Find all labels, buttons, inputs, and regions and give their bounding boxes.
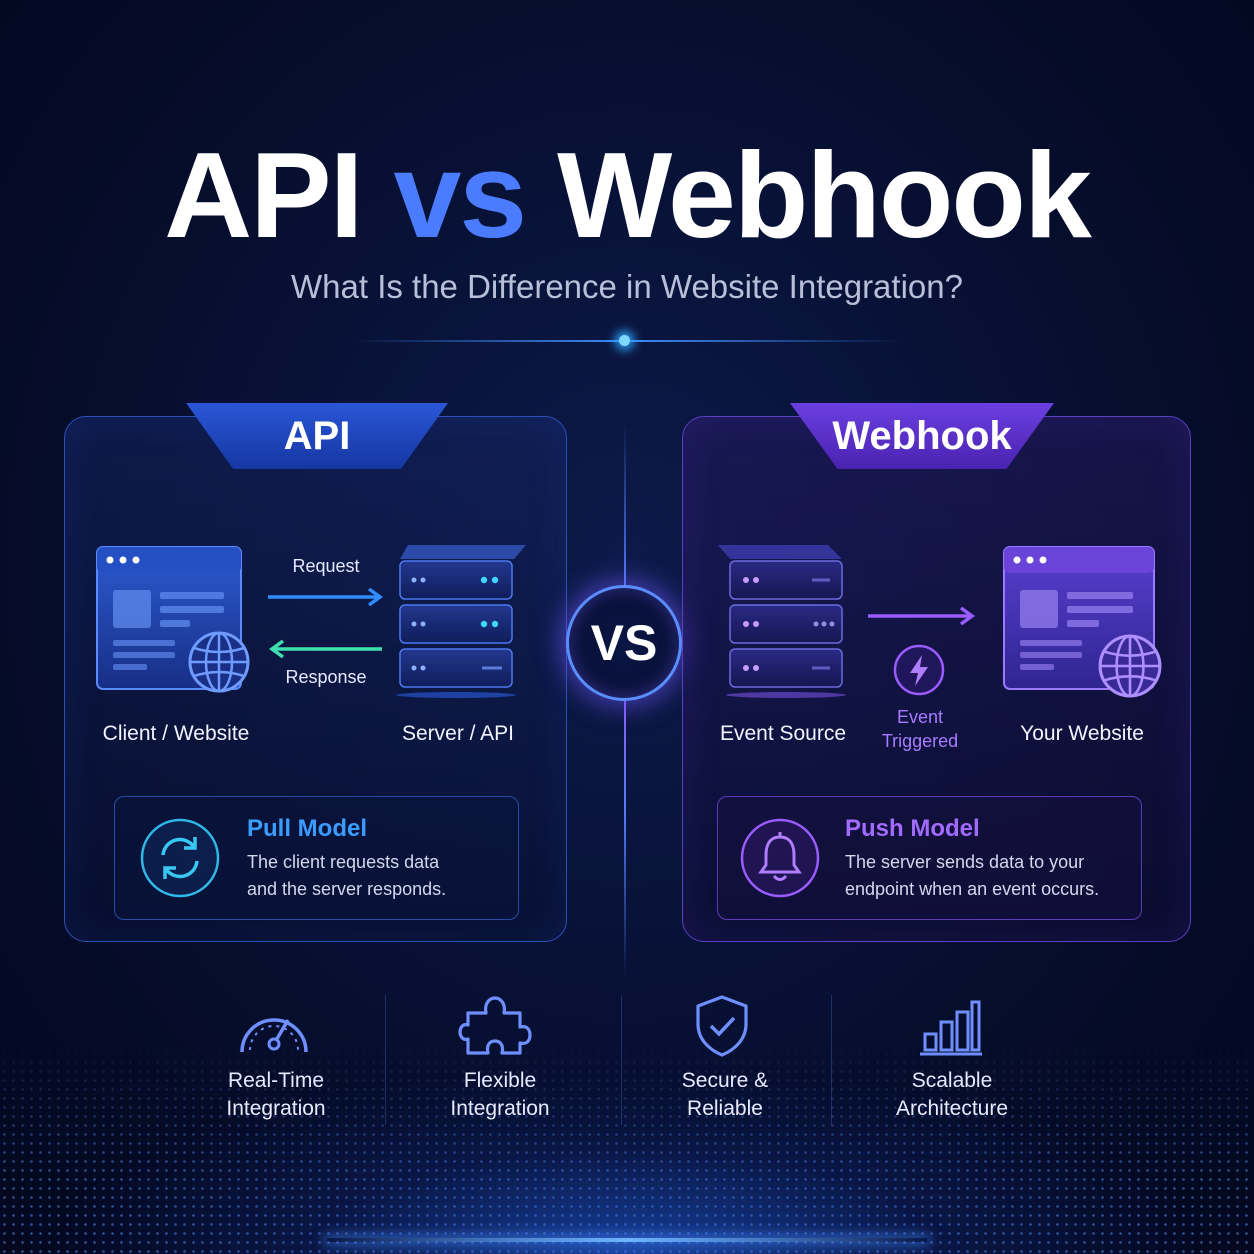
push-model-desc-line1: The server sends data to your <box>845 852 1085 872</box>
pull-model-title: Pull Model <box>247 815 367 842</box>
feature-scalable-line2: Architecture <box>895 1097 1009 1120</box>
glowing-grid-floor <box>0 1040 1254 1254</box>
feature-secure-line2: Reliable <box>687 1097 763 1120</box>
request-arrow-icon <box>268 587 383 607</box>
feature-flexible-line2: Integration <box>450 1097 550 1120</box>
push-model-desc-line2: endpoint when an event occurs. <box>845 879 1100 899</box>
event-triggered-line2: Triggered <box>881 731 959 751</box>
feature-secure-line1: Secure & <box>681 1069 769 1092</box>
feature-divider <box>831 995 832 1125</box>
feature-real-time-line2: Integration <box>226 1097 326 1120</box>
title-webhook: Webhook <box>557 127 1092 263</box>
feature-scalable: Scalable Architecture <box>862 1067 1042 1123</box>
bell-icon <box>740 818 820 898</box>
shield-check-icon <box>696 995 748 1057</box>
feature-flexible: Flexible Integration <box>410 1067 590 1123</box>
lightning-icon <box>893 644 945 696</box>
feature-scalable-line1: Scalable <box>911 1069 993 1092</box>
server-rack-icon <box>718 545 846 698</box>
request-label: Request <box>292 556 360 576</box>
puzzle-icon <box>458 996 532 1055</box>
pull-model-desc-line2: and the server responds. <box>247 879 447 899</box>
push-model-card <box>717 796 1142 920</box>
feature-divider <box>621 995 622 1125</box>
page-subtitle: What Is the Difference in Website Integr… <box>291 268 963 305</box>
api-tab-label: API <box>283 413 351 458</box>
page-title: API vs Webhook <box>0 128 1254 262</box>
event-triggered-label: Event Triggered <box>860 705 980 753</box>
floor-glow-line <box>327 1238 927 1242</box>
webhook-tab-label: Webhook <box>832 413 1012 458</box>
bar-chart-icon <box>920 1000 982 1056</box>
vs-label: VS <box>590 615 658 671</box>
feature-flexible-line1: Flexible <box>463 1069 537 1092</box>
feature-divider <box>385 995 386 1125</box>
pull-model-description: The client requests data and the server … <box>247 849 446 903</box>
server-api-label: Server / API <box>401 722 515 745</box>
event-source-label: Event Source <box>719 722 847 745</box>
feature-real-time-line1: Real-Time <box>227 1069 325 1092</box>
globe-icon <box>188 631 250 693</box>
globe-icon <box>1098 634 1162 698</box>
server-rack-icon <box>396 545 526 698</box>
sync-arrows-icon <box>140 818 220 898</box>
response-label: Response <box>285 667 367 687</box>
feature-real-time: Real-Time Integration <box>186 1067 366 1123</box>
title-api: API <box>164 127 363 263</box>
event-arrow-icon <box>868 606 975 626</box>
title-vs: vs <box>393 127 527 263</box>
vs-badge: VS <box>566 585 682 701</box>
webhook-tab: Webhook <box>790 403 1054 469</box>
your-website-label: Your Website <box>1020 722 1144 745</box>
speedometer-icon <box>240 1018 308 1053</box>
pull-model-desc-line1: The client requests data <box>247 852 440 872</box>
feature-secure: Secure & Reliable <box>635 1067 815 1123</box>
api-tab: API <box>186 403 448 469</box>
push-model-title: Push Model <box>845 815 980 842</box>
response-arrow-icon <box>269 639 382 659</box>
divider-dot <box>619 335 630 346</box>
push-model-description: The server sends data to your endpoint w… <box>845 849 1099 903</box>
pull-model-card <box>114 796 519 920</box>
event-triggered-line1: Event <box>896 707 944 727</box>
client-website-label: Client / Website <box>102 722 250 745</box>
